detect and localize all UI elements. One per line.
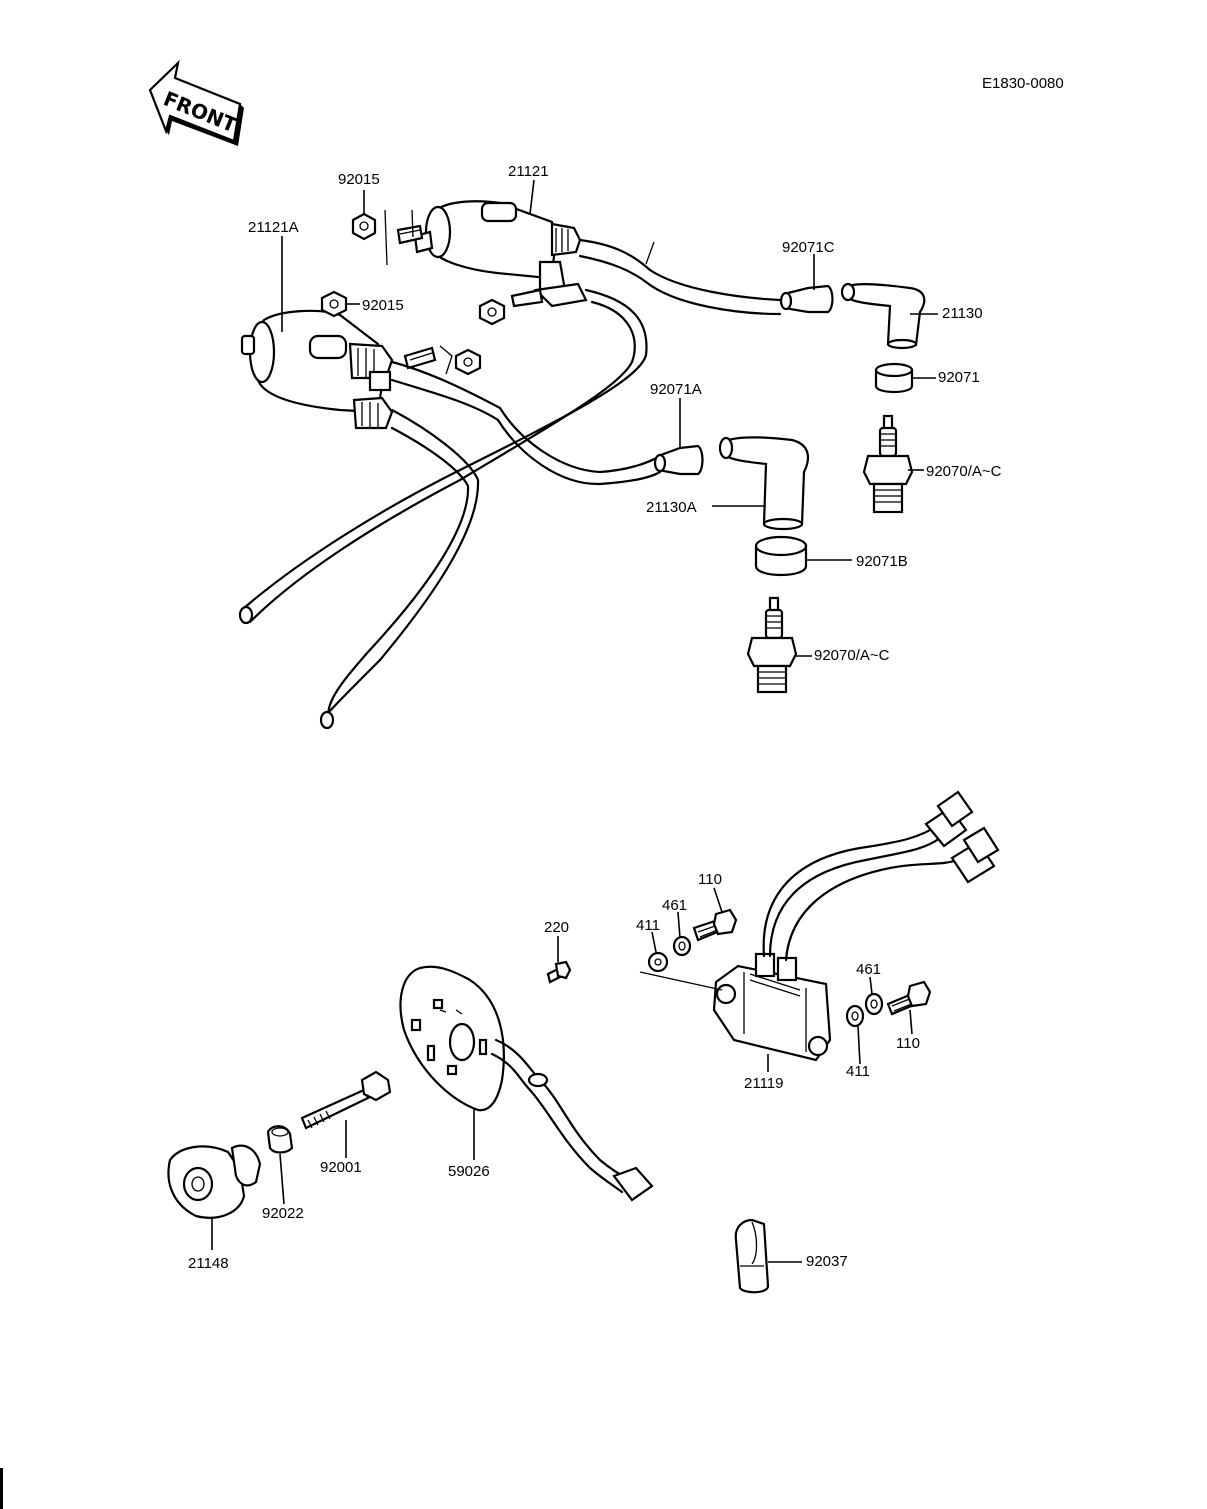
part-label: 92071B [856, 553, 908, 570]
bolt-110-upper[interactable] [692, 908, 738, 942]
part-label: 92070/A~C [814, 647, 890, 664]
part-label: 411 [846, 1063, 870, 1080]
timing-advancer-21148[interactable] [167, 1144, 262, 1219]
ignition-coil-21121A[interactable] [240, 309, 394, 430]
leader-stud-side [439, 345, 453, 375]
part-label: 59026 [448, 1163, 490, 1180]
part-label: 21130A [646, 499, 697, 516]
boot-seal-92071A[interactable] [653, 444, 704, 476]
part-labels: 92015 21121 21121A 92015 92071C 21130 92… [188, 163, 1002, 1272]
lock-washer-461-right[interactable] [864, 992, 884, 1016]
clamp-92037[interactable] [734, 1218, 770, 1294]
part-label: 92070/A~C [926, 463, 1002, 480]
edge-mark [0, 1468, 3, 1509]
bolt-110-right[interactable] [886, 980, 932, 1016]
part-label: 21119 [744, 1075, 784, 1092]
spark-plug-92070-upper[interactable] [862, 414, 914, 514]
plug-cap-21130A[interactable] [718, 436, 810, 531]
collar-92022[interactable] [266, 1125, 294, 1154]
part-label: 92037 [806, 1253, 848, 1270]
part-label: 92071A [650, 381, 702, 398]
leader-411-igniter [639, 971, 723, 991]
screw-220[interactable] [546, 960, 572, 984]
part-label: 21130 [942, 305, 983, 322]
part-label: 21121A [248, 219, 299, 236]
part-label: 21148 [188, 1255, 229, 1272]
stud-bolt-top[interactable] [396, 224, 424, 245]
stud-bolt-side[interactable] [403, 346, 437, 370]
washer-411-upper[interactable] [647, 951, 669, 973]
part-label: 110 [698, 871, 722, 888]
seal-92071[interactable] [874, 362, 914, 394]
part-label: 92071C [782, 239, 835, 256]
nut-92015-top[interactable] [351, 212, 377, 241]
part-label: 92015 [338, 171, 380, 188]
boot-seal-92071C[interactable] [779, 284, 834, 314]
part-label: 461 [856, 961, 881, 978]
bolt-92001[interactable] [300, 1070, 392, 1130]
leader-stud-top [384, 209, 414, 266]
spark-plug-92070-lower[interactable] [746, 596, 798, 694]
part-label: 92015 [362, 297, 404, 314]
seal-92071B[interactable] [754, 535, 808, 576]
ic-igniter-21119[interactable] [712, 790, 1000, 1062]
part-label: 411 [636, 917, 660, 934]
part-label: 21121 [508, 163, 549, 180]
high-tension-cables [238, 238, 782, 730]
pickup-coil-assembly-59026[interactable] [399, 965, 654, 1202]
part-label: 461 [662, 897, 687, 914]
washer-411-right[interactable] [845, 1004, 865, 1028]
ignition-coil-21121[interactable] [413, 200, 588, 308]
part-label: 92022 [262, 1205, 304, 1222]
front-arrow-icon: FRONT [148, 59, 244, 146]
lock-washer-461-upper[interactable] [672, 935, 692, 957]
part-label: 220 [544, 919, 569, 936]
part-label: 92071 [938, 369, 980, 386]
nut-side-right[interactable] [454, 348, 482, 376]
leader-lines [211, 179, 938, 1263]
nut-92015-side[interactable] [320, 290, 348, 318]
plug-cap-21130[interactable] [840, 282, 926, 350]
part-label: 92001 [320, 1159, 362, 1176]
part-label: 110 [896, 1035, 920, 1052]
diagram-code: E1830-0080 [982, 75, 1064, 92]
nut-lower-21121[interactable] [478, 298, 506, 326]
